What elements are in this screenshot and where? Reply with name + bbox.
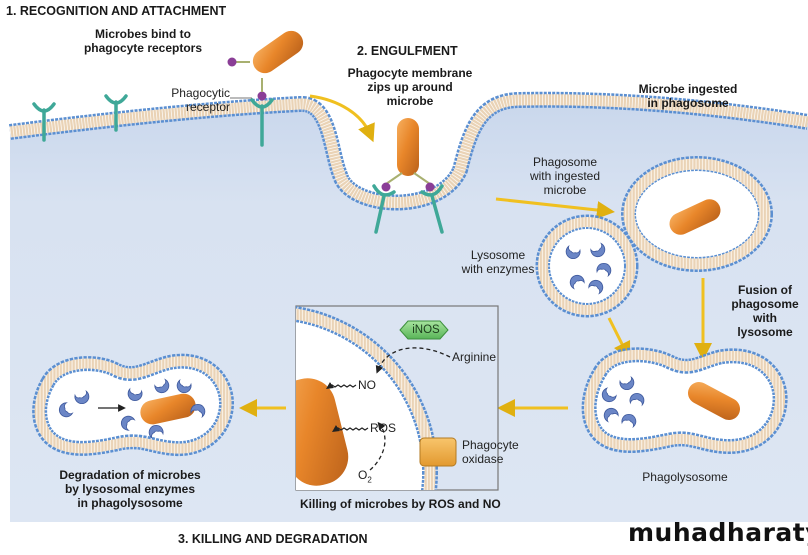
label-line: with enzymes xyxy=(461,262,535,277)
phagolysosome-label: Phagolysosome xyxy=(642,470,728,484)
ingestion-caption: Microbe ingested in phagosome xyxy=(618,82,758,110)
arrow-to-engulfment xyxy=(309,94,375,143)
no-label: NO xyxy=(358,378,376,392)
caption-line: Fusion of xyxy=(738,283,792,297)
microbe xyxy=(252,30,304,74)
o2-subscript: 2 xyxy=(367,475,372,485)
arginine-to-no-path xyxy=(375,347,451,374)
caption-line: with xyxy=(753,311,777,326)
caption-line: phagocyte receptors xyxy=(83,41,203,56)
footer-band xyxy=(0,522,808,550)
ros-label: ROS xyxy=(370,421,397,435)
microbe-ligand xyxy=(425,182,435,192)
label-line: with ingested xyxy=(529,169,601,184)
arginine-label: Arginine xyxy=(452,350,497,364)
microbe-degrading xyxy=(140,393,196,425)
enzyme-icon xyxy=(565,244,581,260)
receptor-label: Phagocytic receptor xyxy=(160,86,230,114)
enzyme-icon xyxy=(154,378,170,394)
phagolysosome xyxy=(581,347,788,454)
caption-line: lysosome xyxy=(737,325,793,340)
step3-heading: 3. KILLING AND DEGRADATION xyxy=(178,532,368,546)
microbe-engulfed xyxy=(397,118,419,176)
step1-caption: Microbes bind to phagocyte receptors xyxy=(78,27,208,55)
lysosomal-enzymes xyxy=(58,378,206,440)
plasma-membrane xyxy=(8,91,808,211)
step1-heading: 1. RECOGNITION AND ATTACHMENT xyxy=(6,4,227,18)
enzyme-icon xyxy=(629,393,645,407)
phagosome-label: Phagosome with ingested microbe xyxy=(525,155,605,197)
phagocytic-receptor xyxy=(32,102,56,142)
enzyme-icon xyxy=(590,242,606,258)
microbe-being-killed xyxy=(296,378,349,486)
phagocytic-receptor xyxy=(372,184,396,234)
label-line: oxidase xyxy=(462,452,504,467)
fusion-caption: Fusion of phagosome with lysosome xyxy=(720,283,808,340)
phagocyte-oxidase xyxy=(419,437,457,467)
phagocytic-receptor xyxy=(420,184,444,234)
enzyme-icon xyxy=(569,274,585,290)
killing-caption: Killing of microbes by ROS and NO xyxy=(300,497,501,511)
degradation-caption: Degradation of microbes by lysosomal enz… xyxy=(40,468,220,510)
caption-line: in phagolysosome xyxy=(77,496,183,511)
caption-line: phagosome xyxy=(731,297,799,312)
lysosome xyxy=(535,214,639,318)
inos-enzyme xyxy=(399,320,449,340)
enzyme-icon xyxy=(619,375,635,391)
enzyme-icon xyxy=(127,387,143,401)
phagocytic-receptor-bound xyxy=(250,98,274,147)
caption-line: Microbes bind to xyxy=(95,27,191,41)
enzyme-icon xyxy=(176,378,192,394)
inos-label: iNOS xyxy=(412,324,440,336)
ros-squiggle-arrow xyxy=(332,425,369,432)
lysosomal-enzymes xyxy=(565,242,612,295)
label-line: Phagocytic xyxy=(171,86,230,100)
enzyme-icon xyxy=(588,279,604,295)
enzyme-icon xyxy=(603,407,619,423)
enzyme-icon xyxy=(74,389,90,405)
microbe-ligand xyxy=(227,57,237,67)
arrow-to-phagosome xyxy=(495,197,615,219)
watermark: muhadharaty.com xyxy=(628,518,808,547)
lysosome-label: Lysosome with enzymes xyxy=(455,248,541,276)
label-line: Phagocyte xyxy=(462,438,519,452)
caption-line: microbe xyxy=(386,94,434,109)
label-line: Phagosome xyxy=(532,155,598,169)
no-squiggle-arrow xyxy=(326,382,357,389)
caption-line: Microbe ingested xyxy=(638,82,738,96)
enzyme-icon xyxy=(148,424,164,440)
label-line: receptor xyxy=(185,100,230,115)
o2-label: O2 xyxy=(358,468,372,485)
o2-symbol: O xyxy=(358,468,368,482)
enzyme-icon xyxy=(120,415,136,431)
enzyme-icon xyxy=(621,413,637,429)
enzyme-icon xyxy=(190,403,206,419)
microbe-in-phagosome xyxy=(669,199,721,235)
step2-heading: 2. ENGULFMENT xyxy=(357,44,458,58)
caption-line: in phagosome xyxy=(647,96,729,111)
microbe-ligand xyxy=(257,91,267,101)
caption-line: zips up around xyxy=(367,80,453,95)
enzyme-icon xyxy=(596,262,612,278)
phagocytic-receptor xyxy=(104,94,128,132)
step2-caption: Phagocyte membrane zips up around microb… xyxy=(336,66,484,108)
label-line: microbe xyxy=(543,183,587,198)
enzyme-icon xyxy=(58,402,74,418)
caption-line: Degradation of microbes xyxy=(59,468,201,482)
arrow-lysosome-to-phagolysosome xyxy=(607,317,631,361)
microbe-in-phagolysosome xyxy=(687,382,741,420)
oxidase-label: Phagocyte oxidase xyxy=(462,438,519,466)
enzyme-icon xyxy=(601,387,617,403)
microbe-ligand xyxy=(381,182,391,192)
label-line: Lysosome xyxy=(470,248,526,262)
caption-line: by lysosomal enzymes xyxy=(64,482,196,497)
lysosomal-enzymes xyxy=(601,375,645,429)
caption-line: Phagocyte membrane xyxy=(347,66,473,80)
